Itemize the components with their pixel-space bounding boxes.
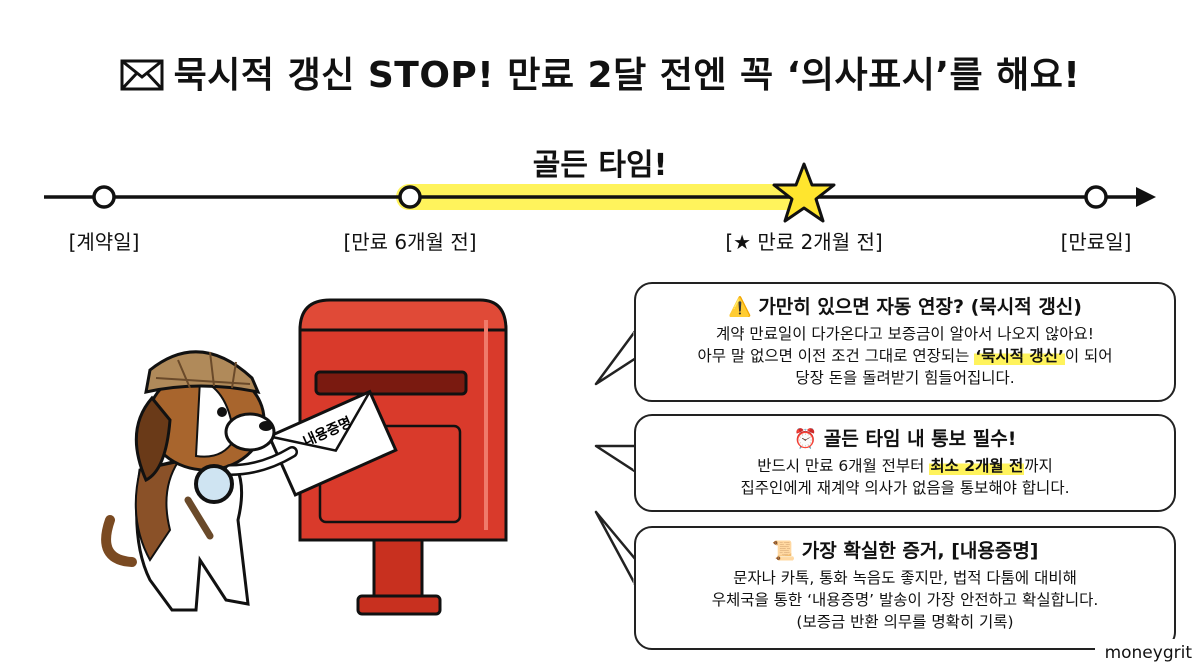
card-heading: ⚠️ 가만히 있으면 자동 연장? (묵시적 갱신) (648, 292, 1162, 319)
card-text: 당장 돈을 돌려받기 힘들어집니다. (795, 369, 1015, 387)
warning-icon: ⚠️ (728, 296, 752, 318)
card-text: 집주인에게 재계약 의사가 없음을 통보해야 합니다. (740, 479, 1070, 497)
illustration: 내용증명 (101, 298, 508, 616)
magnifier-icon (194, 464, 234, 504)
highlight-text: ‘묵시적 갱신’ (974, 347, 1065, 365)
timeline-label-6months: [만료 6개월 전] (343, 230, 477, 254)
envelope-icon (120, 59, 164, 100)
timeline-label-contract: [계약일] (68, 230, 140, 254)
card-heading-text: 가장 확실한 증거, [내용증명] (801, 540, 1039, 562)
detective-beagle (101, 350, 298, 612)
info-card-golden-time: ⏰ 골든 타임 내 통보 필수! 반드시 만료 6개월 전부터 최소 2개월 전… (634, 414, 1176, 512)
red-postbox (298, 298, 508, 616)
timeline-label-2months: [★ 만료 2개월 전] (725, 230, 883, 254)
card-text: 반드시 만료 6개월 전부터 최소 2개월 전까지 (757, 457, 1053, 475)
timeline-label-expiry: [만료일] (1060, 230, 1132, 254)
envelope-icon: 내용증명 (267, 389, 398, 497)
card-heading-text: 골든 타임 내 통보 필수! (823, 428, 1017, 450)
card-text: 계약 만료일이 다가온다고 보증금이 알아서 나오지 않아요! (715, 325, 1095, 343)
timeline-arrowhead (1136, 187, 1156, 207)
scroll-icon: 📜 (771, 540, 796, 562)
card-text: (보증금 반환 의무를 명확히 기록) (796, 613, 1014, 631)
page-title-text: 묵시적 갱신 STOP! 만료 2달 전엔 꼭 ‘의사표시’를 해요! (173, 55, 1081, 96)
alarm-clock-icon: ⏰ (793, 428, 818, 450)
card-heading-text: 가만히 있으면 자동 연장? (묵시적 갱신) (758, 296, 1082, 318)
card-text: 우체국을 통한 ‘내용증명’ 발송이 가장 안전하고 확실합니다. (711, 591, 1099, 609)
highlight-text: 최소 2개월 전 (929, 457, 1025, 475)
golden-time-label: 골든 타임! (532, 148, 668, 183)
info-card-implicit-renewal: ⚠️ 가만히 있으면 자동 연장? (묵시적 갱신) 계약 만료일이 다가온다고… (634, 282, 1176, 402)
info-card-certified-mail: 📜 가장 확실한 증거, [내용증명] 문자나 카톡, 통화 녹음도 좋지만, … (634, 526, 1176, 650)
timeline-point-contract (92, 185, 116, 209)
card-text: 아무 말 없으면 이전 조건 그대로 연장되는 ‘묵시적 갱신’이 되어 (697, 347, 1113, 365)
page-title: 묵시적 갱신 STOP! 만료 2달 전엔 꼭 ‘의사표시’를 해요! (0, 46, 1200, 100)
watermark: moneygrit (1094, 639, 1200, 669)
card-heading: 📜 가장 확실한 증거, [내용증명] (648, 536, 1162, 563)
card-heading: ⏰ 골든 타임 내 통보 필수! (648, 424, 1162, 451)
card-text: 문자나 카톡, 통화 녹음도 좋지만, 법적 다툼에 대비해 (733, 569, 1077, 587)
star-icon (772, 162, 836, 223)
timeline-point-expiry (1084, 185, 1108, 209)
timeline-point-6months (398, 185, 422, 209)
